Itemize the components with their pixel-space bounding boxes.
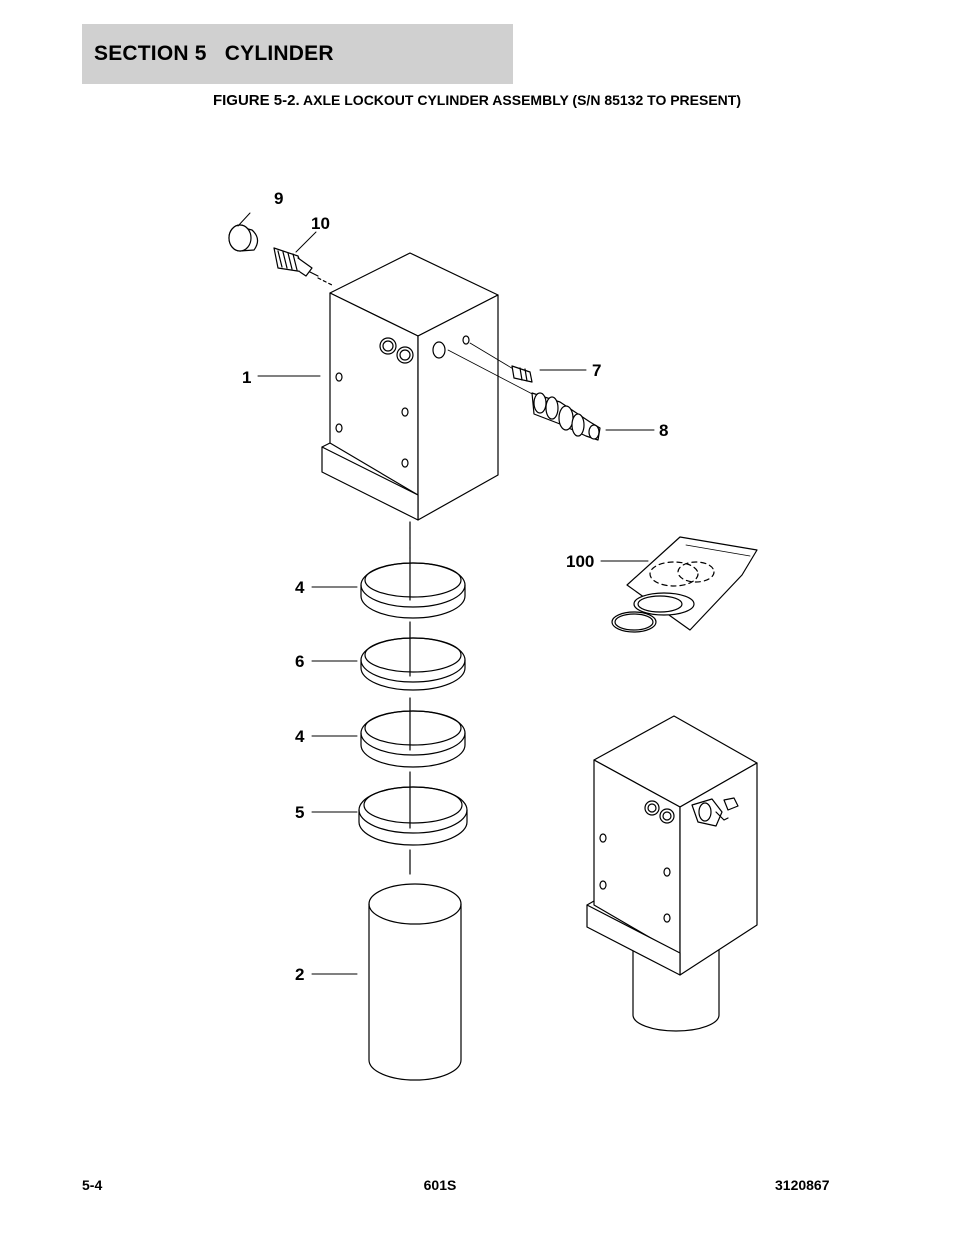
- manifold-block: [321, 252, 541, 549]
- section-title: SECTION 5 CYLINDER: [94, 42, 334, 65]
- leader-lines: [237, 212, 655, 975]
- footer-manual-number: 3120867: [775, 1177, 830, 1193]
- footer-page-number: 5-4: [82, 1177, 103, 1193]
- cylinder-barrel: [368, 883, 462, 1081]
- callout-5: 5: [295, 803, 304, 822]
- callout-10: 10: [311, 214, 330, 233]
- figure-number: FIGURE 5-2.: [212, 92, 300, 109]
- callout-8: 8: [659, 421, 668, 440]
- figure-title: FIGURE 5-2. AXLE LOCKOUT CYLINDER ASSEMB…: [0, 92, 954, 109]
- callout-7: 7: [592, 361, 601, 380]
- callout-6: 6: [295, 652, 304, 671]
- cap-part: [228, 224, 259, 252]
- callout-9: 9: [274, 189, 283, 208]
- section-header-bar: [82, 24, 513, 84]
- footer-model: 601S: [423, 1177, 457, 1193]
- seal-ring-upper: [360, 547, 466, 619]
- callout-100: 100: [566, 552, 594, 571]
- rod-seal-ring: [358, 771, 468, 875]
- wear-ring: [360, 621, 466, 691]
- small-valve-part: [511, 365, 533, 383]
- fitting-part: [273, 247, 333, 286]
- callout-4-upper: 4: [295, 578, 305, 597]
- callout-1: 1: [242, 368, 251, 387]
- cartridge-valve-part: [531, 392, 601, 441]
- callout-4-lower: 4: [295, 727, 305, 746]
- callout-2: 2: [295, 965, 304, 984]
- seal-ring-lower: [360, 697, 466, 768]
- figure-caption: AXLE LOCKOUT CYLINDER ASSEMBLY (S/N 8513…: [303, 92, 742, 108]
- seal-kit-package: [611, 536, 758, 633]
- assembled-cylinder-view: [586, 715, 758, 1032]
